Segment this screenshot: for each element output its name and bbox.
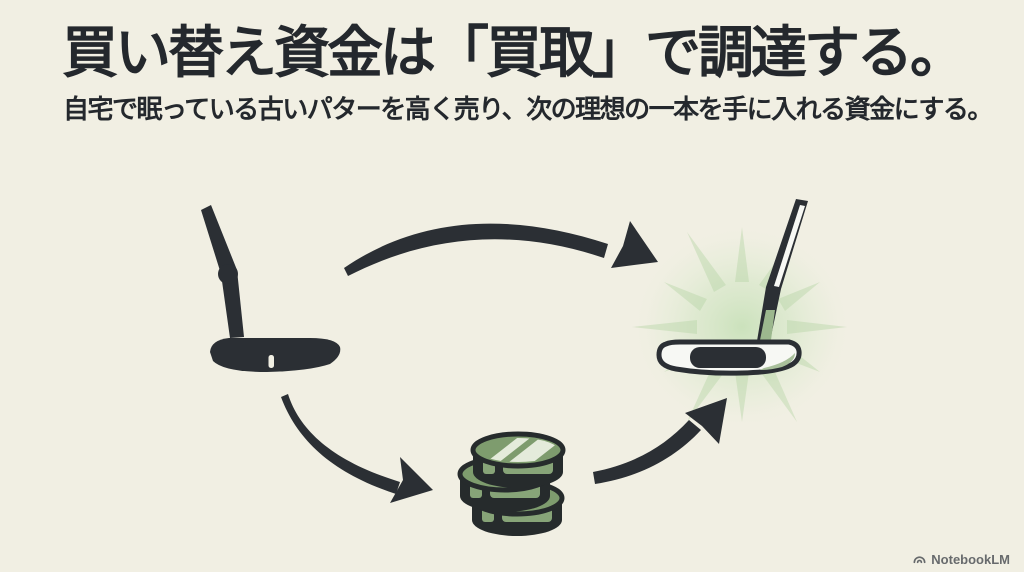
curved-arrow-top-icon — [344, 221, 658, 276]
slide-header: 買い替え資金は「買取」で調達する。 自宅で眠っている古いパターを高く売り、次の理… — [62, 21, 993, 125]
coin-stack-icon — [457, 431, 566, 536]
watermark-label: NotebookLM — [931, 552, 1010, 567]
slide-subtitle: 自宅で眠っている古いパターを高く売り、次の理想の一本を手に入れる資金にする。 — [63, 93, 993, 124]
old-putter-icon — [201, 205, 341, 372]
curved-arrow-up-right-icon — [593, 398, 727, 484]
slide-title: 買い替え資金は「買取」で調達する。 — [62, 21, 966, 84]
watermark: NotebookLM — [912, 552, 1010, 567]
notebooklm-logo-icon — [913, 556, 926, 564]
glow-burst-icon — [632, 225, 852, 429]
new-putter-icon — [656, 199, 808, 376]
curved-arrow-down-left-icon — [281, 394, 433, 503]
